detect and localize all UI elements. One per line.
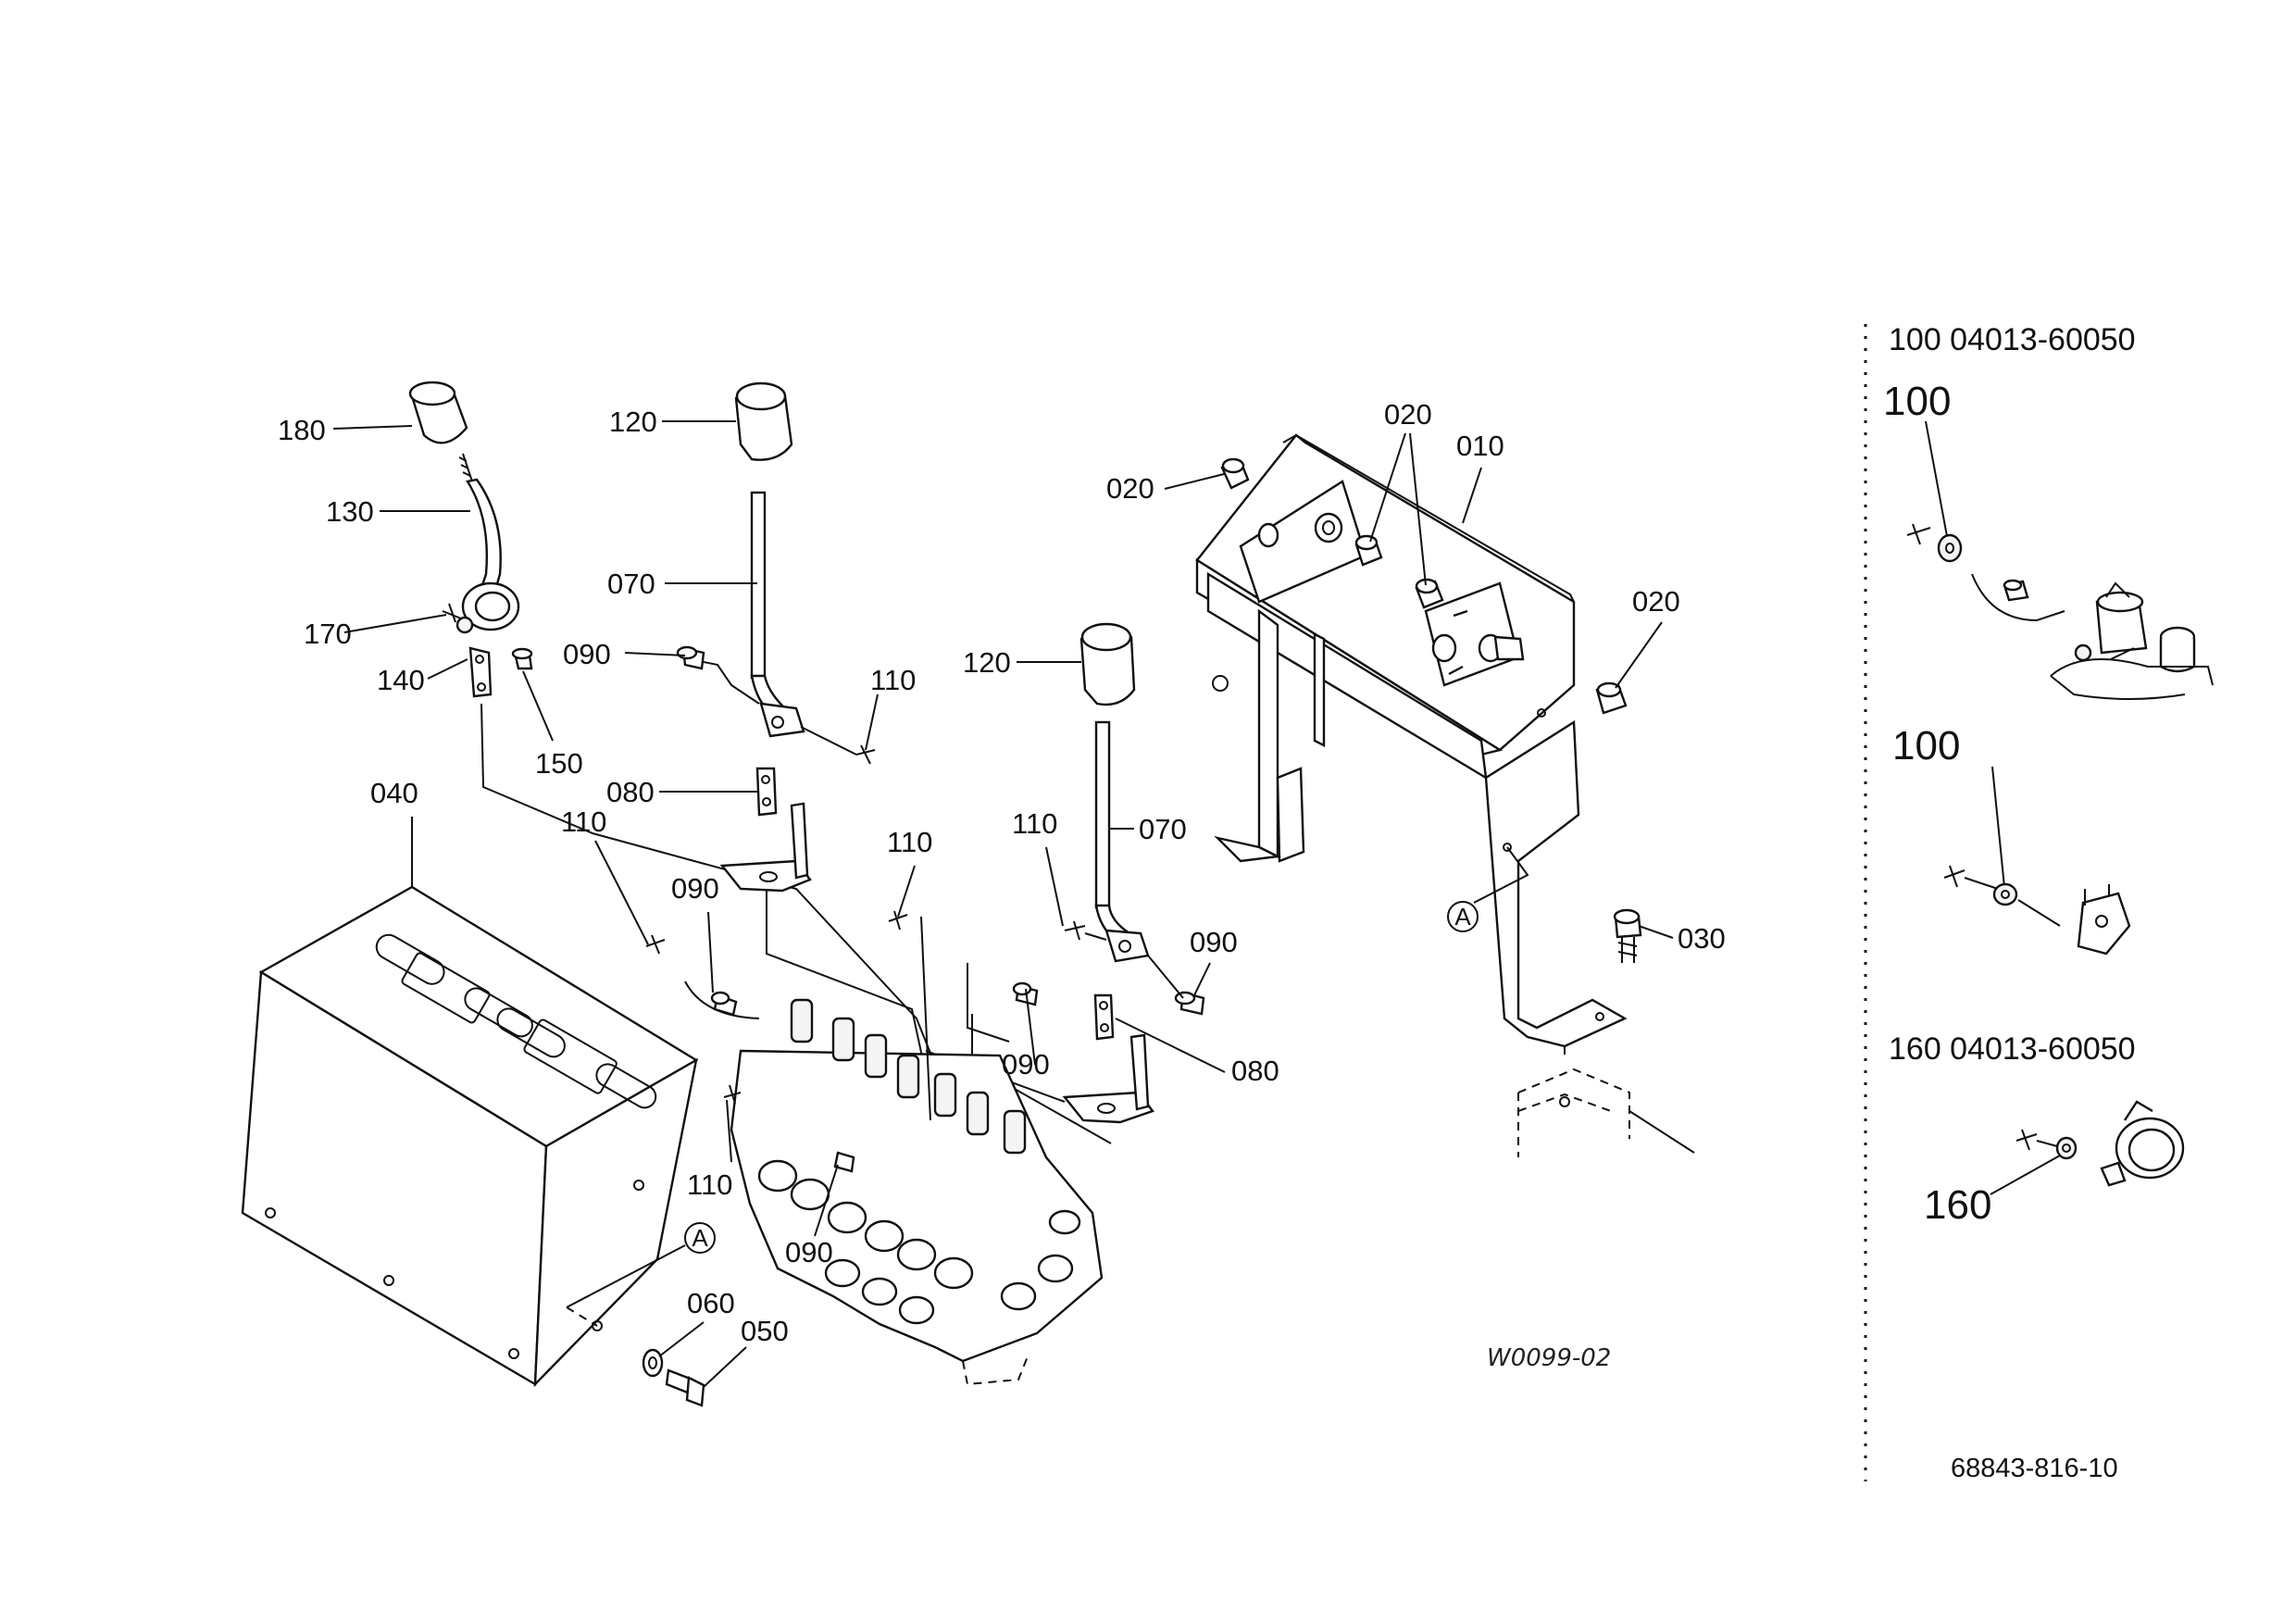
lever-assembly-right bbox=[925, 622, 1205, 1144]
label-060: 060 bbox=[687, 1287, 735, 1319]
side-panel: 100 04013-60050 100 100 bbox=[1864, 322, 2214, 1483]
lever-rod-070 bbox=[750, 491, 767, 680]
part-labels: 180 130 170 140 150 120 070 090 110 080 … bbox=[278, 398, 1726, 1347]
frame-010 bbox=[1195, 433, 1695, 1157]
label-090-a: 090 bbox=[563, 638, 611, 670]
label-070-right: 070 bbox=[1139, 813, 1187, 845]
lever-assembly-left bbox=[408, 381, 936, 1066]
label-090-e: 090 bbox=[785, 1236, 833, 1268]
label-110-a: 110 bbox=[870, 664, 916, 696]
cover-040 bbox=[241, 885, 699, 1388]
leader-lines bbox=[332, 420, 1674, 1388]
bracket-plate-right bbox=[1062, 1091, 1154, 1124]
label-090-d: 090 bbox=[1002, 1048, 1050, 1081]
bushings-020 bbox=[1220, 457, 1628, 715]
label-070-left: 070 bbox=[607, 568, 655, 600]
pin-110-d bbox=[888, 910, 908, 931]
detail-100-installed bbox=[1906, 420, 2214, 700]
callout-160: 160 bbox=[1924, 1182, 1991, 1228]
knob-top bbox=[408, 381, 456, 406]
label-050: 050 bbox=[741, 1315, 789, 1347]
label-120-left: 120 bbox=[609, 406, 657, 438]
ref-marker-a-cover bbox=[684, 1222, 716, 1254]
detail-160-exploded bbox=[1990, 1100, 2185, 1195]
pin-110-b bbox=[645, 934, 666, 955]
label-090-f: 090 bbox=[1190, 926, 1238, 958]
label-040: 040 bbox=[370, 777, 418, 809]
label-020-c: 020 bbox=[1632, 585, 1680, 618]
bolt-090-e bbox=[833, 1151, 855, 1173]
label-090-b: 090 bbox=[671, 872, 719, 905]
label-130: 130 bbox=[326, 495, 374, 528]
sketch-code: W0099-02 bbox=[1487, 1344, 1611, 1372]
lever-assembly-center bbox=[676, 381, 927, 1075]
label-010: 010 bbox=[1456, 430, 1504, 462]
spring-pin-170 bbox=[442, 603, 462, 623]
label-180: 180 bbox=[278, 414, 326, 446]
spec-100: 100 04013-60050 bbox=[1889, 322, 2136, 357]
label-170: 170 bbox=[304, 618, 352, 650]
label-080-right: 080 bbox=[1231, 1055, 1279, 1087]
ref-a-cover-label: A bbox=[692, 1224, 708, 1252]
washer-060 bbox=[642, 1348, 664, 1378]
callout-100-b: 100 bbox=[1892, 723, 1960, 768]
lever-arm-130 bbox=[466, 478, 502, 593]
pin-110-a bbox=[855, 744, 876, 765]
control-valve bbox=[645, 910, 1104, 1386]
bolt-washer bbox=[642, 1348, 705, 1407]
label-080-left: 080 bbox=[606, 776, 655, 808]
label-030: 030 bbox=[1678, 922, 1726, 955]
label-110-b: 110 bbox=[561, 806, 606, 838]
lever-rod-070-right bbox=[1094, 720, 1111, 909]
pin-110-f bbox=[1064, 920, 1086, 941]
label-110-f: 110 bbox=[1012, 807, 1057, 840]
pin-110-e bbox=[723, 1084, 742, 1105]
callout-100-a: 100 bbox=[1883, 379, 1951, 424]
frame-leg-left bbox=[1257, 608, 1279, 858]
label-150: 150 bbox=[535, 747, 583, 780]
ref-marker-a-frame bbox=[1447, 901, 1479, 932]
label-110-d: 110 bbox=[887, 826, 932, 858]
spec-160: 160 04013-60050 bbox=[1889, 1031, 2136, 1067]
document-number: 68843-816-10 bbox=[1951, 1454, 2118, 1483]
label-020-b: 020 bbox=[1384, 398, 1432, 431]
frame-leg-right bbox=[1484, 719, 1628, 1048]
ref-a-frame-label: A bbox=[1454, 903, 1471, 931]
detail-100-exploded bbox=[1943, 766, 2131, 956]
valve-ports bbox=[757, 1159, 1081, 1325]
label-140: 140 bbox=[377, 664, 425, 696]
label-020-a: 020 bbox=[1106, 472, 1154, 505]
bracket-plate bbox=[719, 859, 812, 893]
valve-spools bbox=[790, 998, 1027, 1155]
label-110-e: 110 bbox=[687, 1168, 732, 1201]
label-120-right: 120 bbox=[963, 646, 1011, 679]
clevis-right bbox=[1104, 929, 1150, 963]
